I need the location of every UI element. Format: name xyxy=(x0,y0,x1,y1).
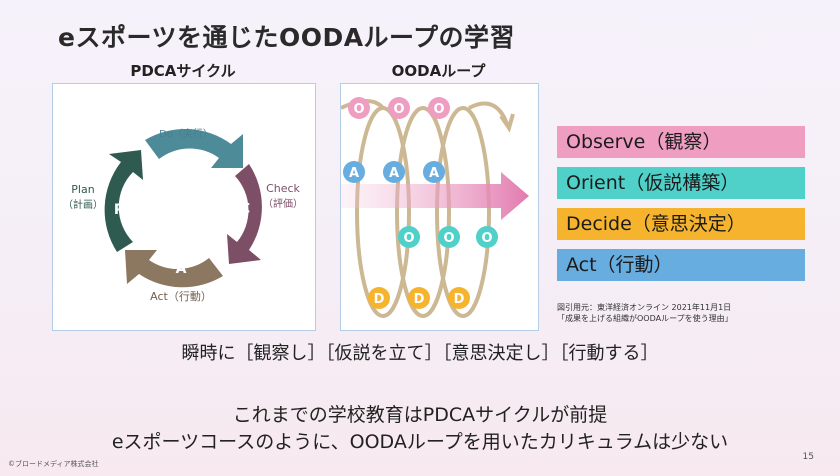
copyright: ©ブロードメディア株式会社 xyxy=(8,460,99,468)
source-line-2: 「成果を上げる組織がOODAループを使う理由」 xyxy=(557,314,733,323)
ooda-orient-o-3: O xyxy=(481,231,492,246)
ooda-d-1: D xyxy=(374,292,385,307)
pdca-check-label: Check xyxy=(266,182,300,195)
ooda-label: OODAループ xyxy=(391,62,486,80)
pdca-do-label: Do（実行） xyxy=(159,127,213,140)
ooda-o-1: O xyxy=(353,102,364,117)
bottom-line-1: これまでの学校教育はPDCAサイクルが前提 xyxy=(232,404,608,426)
pdca-label: PDCAサイクル xyxy=(130,62,236,80)
act-box: Act（行動） xyxy=(557,249,805,281)
decide-box: Decide（意思決定） xyxy=(557,208,805,240)
pdca-letter-p: P xyxy=(114,202,124,218)
pdca-plan-sub: （計画） xyxy=(63,198,103,211)
ooda-a-3: A xyxy=(429,166,439,181)
slide-title: eスポーツを通じたOODAループの学習 xyxy=(58,23,516,52)
ooda-a-1: A xyxy=(349,166,359,181)
source-line-1: 図引用元：東洋経済オンライン 2021年11月1日 xyxy=(557,303,732,312)
ooda-loop-graphic: O O O A A A O O O xyxy=(341,97,529,318)
pdca-check-segment xyxy=(227,164,262,264)
pdca-check-sub: （評価） xyxy=(263,197,303,210)
ooda-spiral xyxy=(341,99,515,318)
ooda-decide-markers: D D D xyxy=(368,287,470,309)
ooda-progress-arrow xyxy=(341,172,529,220)
ooda-o-2: O xyxy=(393,102,404,117)
orient-box: Orient（仮説構築） xyxy=(557,167,805,199)
ooda-diagram: O O O A A A O O O xyxy=(340,83,539,331)
ooda-orient-o-2: O xyxy=(443,231,454,246)
ooda-d-2: D xyxy=(414,292,425,307)
ooda-a-2: A xyxy=(389,166,399,181)
ooda-orient-o-1: O xyxy=(403,231,414,246)
ooda-observe-markers: O O O xyxy=(348,97,450,119)
pdca-act-segment xyxy=(125,250,223,288)
pdca-do-segment xyxy=(145,128,243,168)
source-citation: 図引用元：東洋経済オンライン 2021年11月1日 「成果を上げる組織がOODA… xyxy=(557,302,733,324)
ooda-d-3: D xyxy=(454,292,465,307)
pdca-diagram: Do（実行） D Check （評価） C Act（行動） A Plan （計画… xyxy=(52,83,316,331)
observe-box: Observe（観察） xyxy=(557,126,805,158)
page-number: 15 xyxy=(802,452,814,462)
ooda-orient-markers: O O O xyxy=(398,226,498,248)
pdca-letter-c: C xyxy=(240,201,250,217)
pdca-plan-segment xyxy=(104,150,143,252)
pdca-act-label: Act（行動） xyxy=(150,289,212,303)
pdca-letter-d: D xyxy=(179,149,191,165)
pdca-letter-a: A xyxy=(176,261,187,277)
pdca-cycle-graphic: Do（実行） D Check （評価） C Act（行動） A Plan （計画… xyxy=(63,127,303,303)
instant-statement: 瞬時に［観察し］［仮説を立て］［意思決定し］［行動する］ xyxy=(181,343,659,364)
pdca-plan-label: Plan xyxy=(71,183,94,196)
bottom-line-2: eスポーツコースのように、OODAループを用いたカリキュラムは少ない xyxy=(111,431,729,453)
ooda-act-markers: A A A xyxy=(343,161,445,183)
ooda-o-3: O xyxy=(433,102,444,117)
